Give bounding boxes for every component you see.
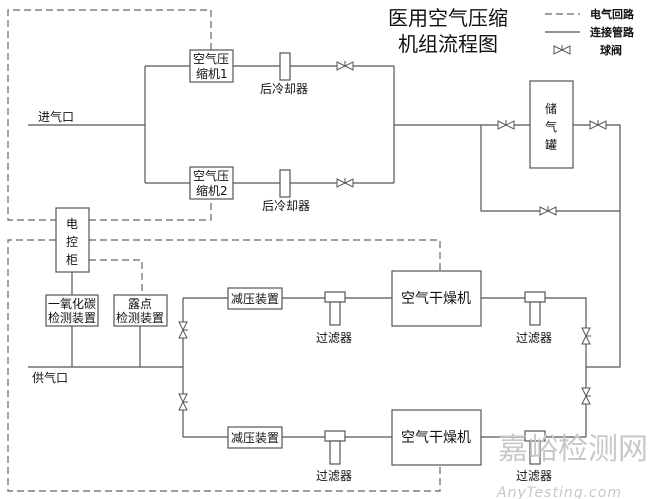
- legend-electric: 电气回路: [590, 7, 635, 21]
- filter-2: 过滤器: [516, 291, 552, 345]
- valve-icon[interactable]: [336, 177, 354, 188]
- air-dryer-1: 空气干燥机: [391, 270, 482, 327]
- valve-icon[interactable]: [539, 205, 557, 216]
- svg-text:电: 电: [66, 217, 78, 231]
- valve-icon[interactable]: [336, 60, 354, 71]
- watermark-cn: 嘉峪检测网: [498, 432, 648, 467]
- svg-text:柜: 柜: [66, 253, 78, 267]
- aftercooler-2: 后冷却器: [262, 169, 310, 213]
- valve-icon[interactable]: [497, 119, 515, 130]
- svg-text:罐: 罐: [545, 138, 557, 152]
- pressure-reducer-1: 减压装置: [227, 287, 283, 310]
- svg-text:检测装置: 检测装置: [116, 310, 164, 325]
- aftercooler-1: 后冷却器: [260, 52, 308, 96]
- outlet-label: 供气口: [32, 370, 68, 385]
- valve-icon[interactable]: [178, 321, 189, 339]
- filter-4: 过滤器: [516, 430, 552, 483]
- title-line1: 医用空气压缩: [388, 6, 508, 30]
- air-tank: 储 气 罐: [529, 80, 574, 169]
- svg-text:减压装置: 减压装置: [231, 431, 279, 445]
- valve-icon[interactable]: [178, 393, 189, 411]
- svg-text:空气压: 空气压: [193, 168, 229, 183]
- svg-text:空气干燥机: 空气干燥机: [401, 291, 471, 307]
- title-line2: 机组流程图: [398, 32, 498, 56]
- svg-text:过滤器: 过滤器: [516, 469, 552, 483]
- legend-pipe: 连接管路: [590, 25, 635, 39]
- valve-icon[interactable]: [581, 327, 592, 345]
- svg-text:检测装置: 检测装置: [48, 310, 96, 325]
- svg-text:气: 气: [545, 119, 557, 134]
- svg-text:缩机2: 缩机2: [196, 183, 228, 198]
- filter-3: 过滤器: [316, 430, 352, 483]
- co-detector: 一氧化碳 检测装置: [45, 294, 99, 327]
- air-dryer-2: 空气干燥机: [391, 409, 482, 466]
- svg-text:空气压: 空气压: [193, 51, 229, 66]
- svg-text:空气干燥机: 空气干燥机: [401, 430, 471, 446]
- svg-text:缩机1: 缩机1: [196, 66, 228, 81]
- filter-1: 过滤器: [316, 291, 352, 345]
- svg-text:露点: 露点: [128, 297, 152, 311]
- svg-text:过滤器: 过滤器: [316, 469, 352, 483]
- legend-valve: 球阀: [600, 43, 622, 57]
- compressor-1: 空气压 缩机1: [189, 49, 234, 83]
- svg-text:过滤器: 过滤器: [316, 331, 352, 345]
- valve-icon[interactable]: [581, 387, 592, 405]
- pressure-reducer-2: 减压装置: [227, 426, 283, 449]
- compressor-2: 空气压 缩机2: [189, 166, 234, 200]
- legend-valve-icon: [553, 44, 571, 55]
- svg-text:后冷却器: 后冷却器: [260, 82, 308, 96]
- watermark-en: AnyTesting.com: [496, 485, 622, 499]
- inlet-label: 进气口: [38, 109, 74, 124]
- svg-text:控: 控: [66, 235, 78, 249]
- svg-text:储: 储: [545, 101, 557, 116]
- control-cabinet: 电 控 柜: [55, 207, 90, 273]
- svg-text:一氧化碳: 一氧化碳: [48, 297, 96, 311]
- dew-point-detector: 露点 检测装置: [113, 294, 168, 327]
- svg-text:后冷却器: 后冷却器: [262, 199, 310, 213]
- svg-text:过滤器: 过滤器: [516, 331, 552, 345]
- svg-text:减压装置: 减压装置: [231, 292, 279, 306]
- valve-icon[interactable]: [589, 119, 607, 130]
- electric-circuit: [7, 9, 441, 492]
